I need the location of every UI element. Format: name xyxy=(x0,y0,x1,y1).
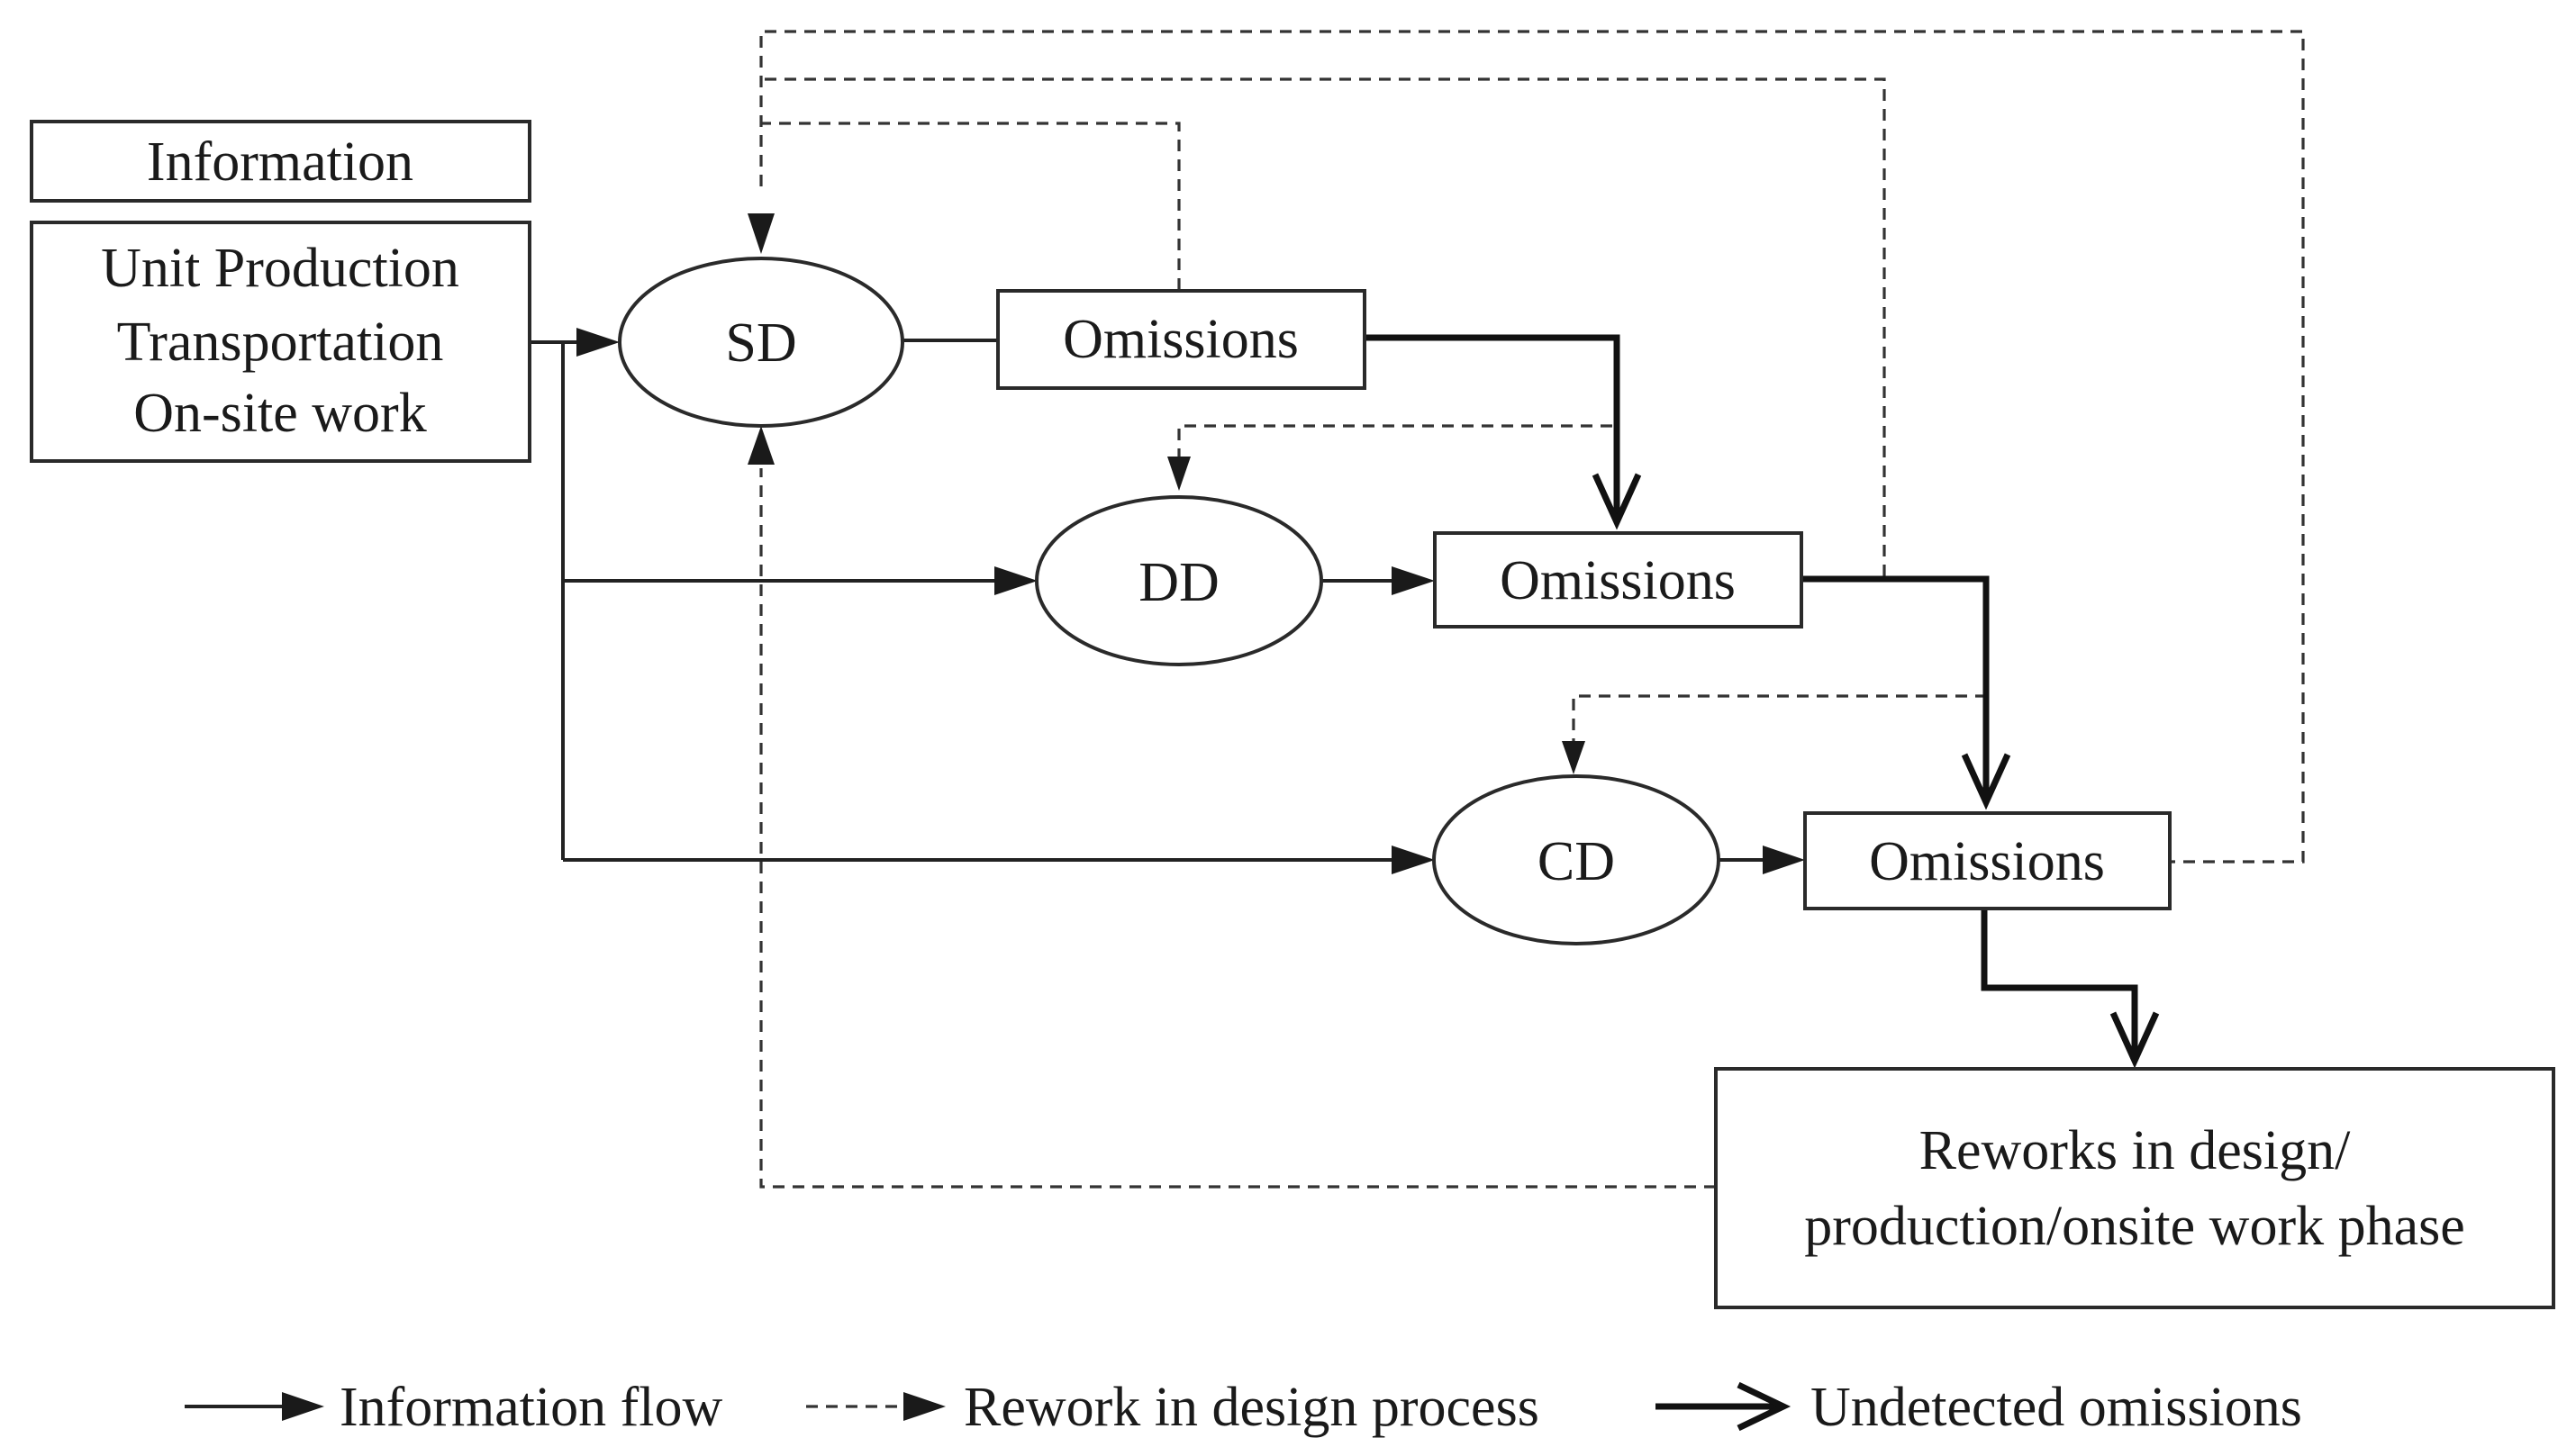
reworks-box: Reworks in design/ production/onsite wor… xyxy=(1714,1067,2555,1309)
flow-arrowhead-cd-omissions xyxy=(1763,846,1805,874)
legend-dashed-arrowhead xyxy=(903,1392,946,1421)
rework-line-dd-to-sd xyxy=(761,77,1886,576)
flow-arrowhead-dd xyxy=(994,566,1038,595)
legend-label-information-flow: Information flow xyxy=(340,1377,723,1438)
information-line-transportation: Transportation xyxy=(117,312,444,373)
undetected-line-cd xyxy=(1981,909,2138,1058)
legend-item-information-flow: Information flow xyxy=(185,1377,723,1438)
rework-line-cd-to-sd xyxy=(759,30,2305,864)
rework-arrowhead-cd xyxy=(1562,741,1585,774)
information-header: Information xyxy=(30,120,531,203)
legend: Information flow Rework in design proces… xyxy=(185,1377,2302,1438)
information-flow-lines xyxy=(530,339,1765,862)
information-line-unit-production: Unit Production xyxy=(101,238,459,299)
undetected-omission-lines xyxy=(1365,334,2138,1058)
omissions-dd-label: Omissions xyxy=(1500,550,1736,611)
rework-line-dd-to-dd xyxy=(1177,424,1612,459)
rework-line-reworks-to-sd xyxy=(759,468,1716,1189)
stage-cd-label: CD xyxy=(1537,831,1615,892)
undetected-arrowhead-dd xyxy=(1961,753,2011,810)
rework-line-sd-to-sd xyxy=(761,122,1181,290)
omissions-cd: Omissions xyxy=(1803,811,2172,910)
legend-item-rework: Rework in design process xyxy=(806,1377,1539,1438)
undetected-omission-arrowheads xyxy=(1592,473,2160,1069)
flow-arrowhead-dd-omissions xyxy=(1392,566,1435,595)
rework-arrowheads xyxy=(748,213,1585,774)
rework-line-cd-to-cd xyxy=(1572,694,1987,746)
omissions-cd-label: Omissions xyxy=(1869,831,2105,892)
information-line-onsite-work: On-site work xyxy=(133,383,426,444)
rework-arrowhead-sd-bottom xyxy=(748,426,775,465)
legend-solid-arrowhead xyxy=(282,1392,324,1421)
omissions-sd-label: Omissions xyxy=(1063,309,1299,370)
stage-cd: CD xyxy=(1432,774,1720,945)
stage-dd-label: DD xyxy=(1138,552,1220,613)
undetected-line-sd xyxy=(1365,334,1620,518)
rework-arrowhead-dd xyxy=(1167,457,1191,491)
legend-label-undetected: Undetected omissions xyxy=(1810,1377,2302,1438)
omissions-dd: Omissions xyxy=(1433,531,1803,629)
reworks-line-2: production/onsite work phase xyxy=(1804,1196,2465,1257)
rework-arrowhead-sd-top xyxy=(748,213,775,254)
information-header-label: Information xyxy=(147,131,413,193)
legend-open-arrowhead xyxy=(1737,1381,1791,1432)
flow-arrowhead-cd xyxy=(1392,846,1435,874)
reworks-line-1: Reworks in design/ xyxy=(1919,1120,2352,1181)
stage-sd: SD xyxy=(618,257,904,428)
legend-label-rework: Rework in design process xyxy=(964,1377,1539,1438)
rework-lines xyxy=(759,30,2305,1189)
information-box: Unit Production Transportation On-site w… xyxy=(30,221,531,463)
flow-arrowhead-sd xyxy=(576,328,620,357)
stage-sd-label: SD xyxy=(725,312,796,374)
legend-item-undetected: Undetected omissions xyxy=(1655,1377,2302,1438)
undetected-arrowhead-sd xyxy=(1592,473,1642,530)
stage-dd: DD xyxy=(1035,495,1323,666)
information-flow-arrowheads xyxy=(576,328,1805,874)
undetected-line-dd xyxy=(1801,575,1990,797)
omissions-sd: Omissions xyxy=(996,289,1366,390)
undetected-arrowhead-cd xyxy=(2109,1011,2160,1069)
